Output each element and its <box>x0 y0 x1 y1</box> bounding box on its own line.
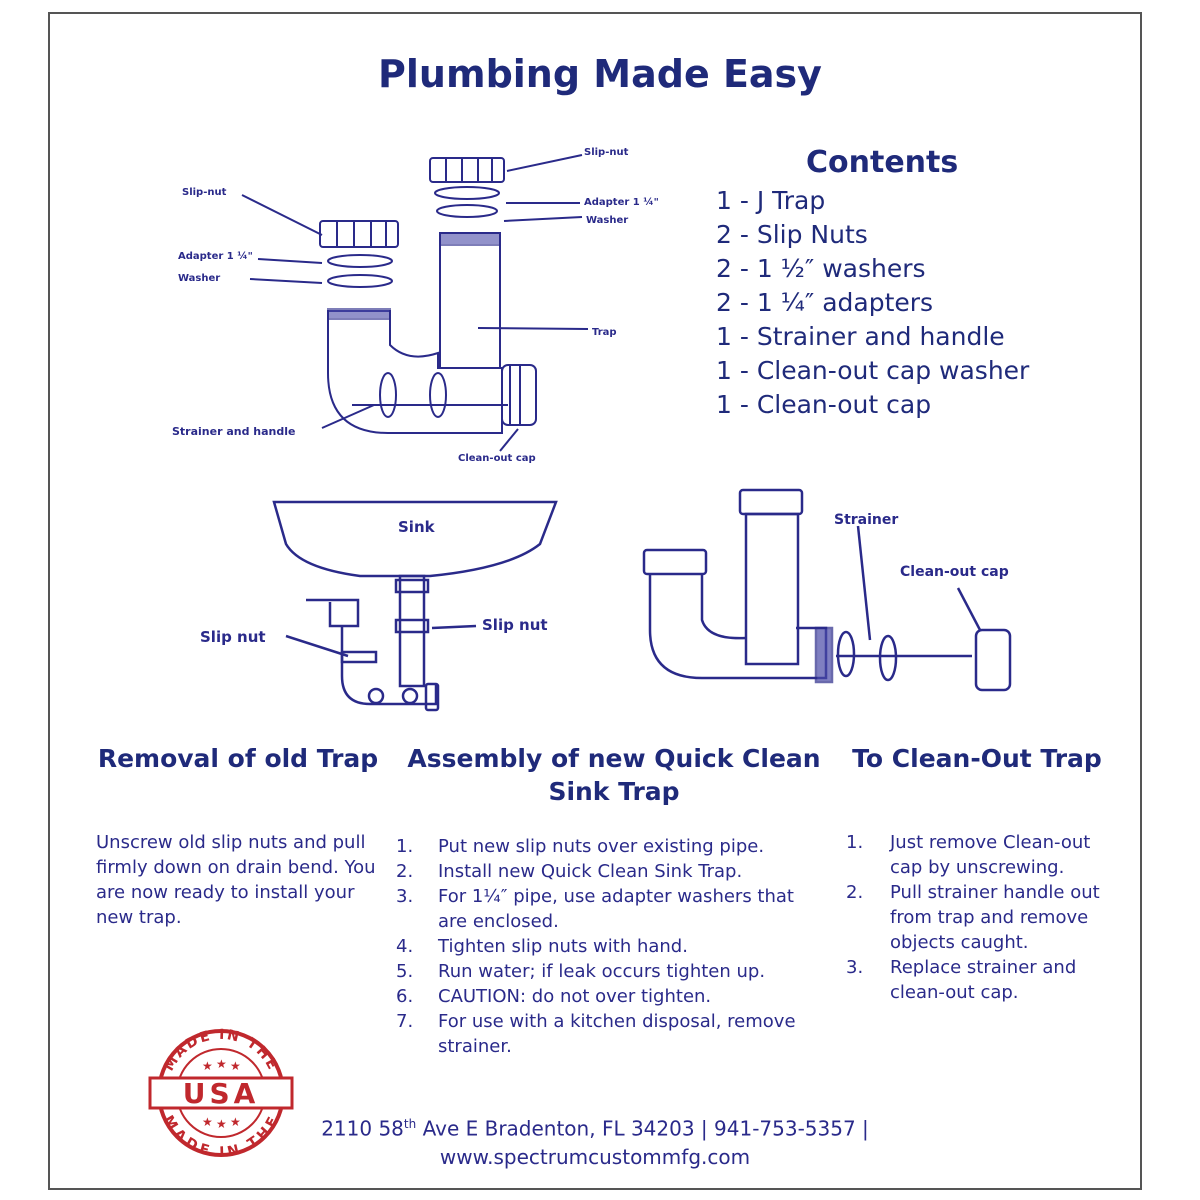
sink-install-drawing: Sink Slip nut Slip nut <box>200 500 558 712</box>
label-strainer: Strainer <box>834 512 898 528</box>
step-text: For 1¼″ pipe, use adapter washers that a… <box>438 886 794 932</box>
step-text: Put new slip nuts over existing pipe. <box>438 836 765 857</box>
company-address: 2110 58th Ave E Bradenton, FL 34203 | 94… <box>300 1110 890 1171</box>
slip-nut-right-shape <box>394 618 430 634</box>
assembly-step: 4. Tighten slip nuts with hand. <box>396 934 826 959</box>
strainer-disc-2 <box>429 372 447 418</box>
assembly-steps: 1.Put new slip nuts over existing pipe. … <box>396 834 826 1059</box>
step-number: 5. <box>396 961 414 982</box>
strainer-disc-b <box>878 634 898 682</box>
usa-seal-icon: MADE IN THE MADE IN THE USA ★ ★ ★ ★ ★ ★ <box>148 1027 294 1161</box>
slip-nut-top-shape <box>394 578 430 594</box>
removal-heading: Removal of old Trap <box>97 744 379 773</box>
star-icon: ★ <box>202 1115 213 1129</box>
label-cleanout-cap: Clean-out cap <box>900 564 1009 580</box>
sink-basin-shape <box>272 500 558 578</box>
step-number: 3. <box>846 957 864 978</box>
removal-text: Unscrew old slip nuts and pull firmly do… <box>96 832 376 928</box>
label-cleanout-cap: Clean-out cap <box>458 453 536 464</box>
slip-nut-left-shape <box>340 650 378 664</box>
step-number: 7. <box>396 1011 414 1032</box>
cleanout-step: 2. Pull strainer handle out from trap and… <box>846 880 1106 955</box>
step-number: 4. <box>396 936 414 957</box>
step-text: Just remove Clean-out cap by unscrewing. <box>890 832 1091 878</box>
contents-item: 1 - J Trap <box>716 186 826 215</box>
seal-center-text: USA <box>183 1077 260 1110</box>
star-icon: ★ <box>216 1117 227 1131</box>
contents-item: 1 - Clean-out cap washer <box>716 356 1030 385</box>
strainer-disc-a <box>836 630 856 678</box>
cleanout-step: 1. Just remove Clean-out cap by unscrewin… <box>846 830 1106 880</box>
step-text: For use with a kitchen disposal, remove … <box>438 1011 796 1057</box>
step-text: Install new Quick Clean Sink Trap. <box>438 861 743 882</box>
address-rest: Ave E Bradenton, FL 34203 | 941-753-5357… <box>416 1116 869 1141</box>
step-text: Run water; if leak occurs tighten up. <box>438 961 766 982</box>
trap-parts-diagram: Slip-nut Adapter 1 ¼" Washer Slip-nut Ad… <box>162 133 686 473</box>
step-text: CAUTION: do not over tighten. <box>438 986 712 1007</box>
address-ordinal: th <box>403 1117 417 1131</box>
step-text: Replace strainer and clean-out cap. <box>890 957 1077 1003</box>
star-icon: ★ <box>230 1059 241 1073</box>
contents-list: 1 - J Trap 2 - Slip Nuts 2 - 1 ½″ washer… <box>716 184 1029 422</box>
trap-opening-shape <box>814 626 834 684</box>
star-icon: ★ <box>216 1057 227 1071</box>
assembly-step: 5. Run water; if leak occurs tighten up. <box>396 959 826 984</box>
sink-install-diagram: Sink Slip nut Slip nut <box>190 484 594 728</box>
trap-parts-drawing: Slip-nut Adapter 1 ¼" Washer Slip-nut Ad… <box>172 147 659 464</box>
assembly-heading: Assembly of new Quick Clean Sink Trap <box>407 744 821 806</box>
trap-left-nut-shape <box>642 548 708 576</box>
step-text: Tighten slip nuts with hand. <box>438 936 688 957</box>
address-street-number: 2110 58 <box>321 1116 404 1141</box>
contents-item: 2 - 1 ½″ washers <box>716 254 926 283</box>
slip-nut-right-shape <box>429 157 505 183</box>
strainer-removal-diagram: Strainer Clean-out cap <box>636 480 1022 702</box>
label-sink: Sink <box>398 518 436 536</box>
star-icon: ★ <box>230 1115 241 1129</box>
step-number: 1. <box>846 832 864 853</box>
strainer-disc-1 <box>379 372 397 418</box>
step-number: 1. <box>396 836 414 857</box>
made-in-usa-seal: MADE IN THE MADE IN THE USA ★ ★ ★ ★ ★ ★ <box>146 1027 296 1161</box>
cleanout-cap-shape <box>974 628 1012 692</box>
label-slip-nut-right: Slip-nut <box>584 147 629 158</box>
cleanout-step: 3. Replace strainer and clean-out cap. <box>846 955 1106 1005</box>
trap-right-pipe-shape <box>439 232 501 369</box>
label-slip-nut-left: Slip nut <box>200 628 266 646</box>
j-bend-shape <box>327 310 503 434</box>
contents-item: 1 - Strainer and handle <box>716 322 1005 351</box>
cleanout-steps: 1. Just remove Clean-out cap by unscrewin… <box>846 830 1106 1005</box>
step-number: 3. <box>396 886 414 907</box>
assembly-step: 3. For 1¼″ pipe, use adapter washers that… <box>396 884 826 934</box>
label-washer-right: Washer <box>586 215 628 226</box>
strainer-removal-drawing: Strainer Clean-out cap <box>642 488 1012 692</box>
contents-heading: Contents <box>806 145 959 180</box>
step-text: Pull strainer handle out from trap and r… <box>890 882 1100 953</box>
label-slip-nut-left: Slip-nut <box>182 187 227 198</box>
star-icon: ★ <box>202 1059 213 1073</box>
contents-item: 1 - Clean-out cap <box>716 390 932 419</box>
label-washer-left: Washer <box>178 273 220 284</box>
cleanout-heading: To Clean-Out Trap <box>852 744 1102 773</box>
label-adapter-left: Adapter 1 ¼" <box>178 250 253 262</box>
address-line: 2110 58th Ave E Bradenton, FL 34203 | 94… <box>300 1110 890 1143</box>
website-link[interactable]: www.spectrumcustommfg.com <box>439 1144 751 1169</box>
assembly-step: 2. Install new Quick Clean Sink Trap. <box>396 859 826 884</box>
page-title: Plumbing Made Easy <box>378 52 822 96</box>
step-number: 6. <box>396 986 414 1007</box>
label-slip-nut-right: Slip nut <box>482 616 548 634</box>
assembly-step: 7. For use with a kitchen disposal, remov… <box>396 1009 826 1059</box>
trap-top-nut-shape <box>738 488 804 516</box>
contents-item: 2 - Slip Nuts <box>716 220 868 249</box>
step-number: 2. <box>846 882 864 903</box>
contents-item: 2 - 1 ¼″ adapters <box>716 288 934 317</box>
label-trap: Trap <box>592 327 617 338</box>
assembly-step: 6. CAUTION: do not over tighten. <box>396 984 826 1009</box>
step-number: 2. <box>396 861 414 882</box>
label-adapter-right: Adapter 1 ¼" <box>584 196 659 208</box>
assembly-step: 1. Put new slip nuts over existing pipe. <box>396 834 826 859</box>
label-strainer-handle: Strainer and handle <box>172 425 296 438</box>
